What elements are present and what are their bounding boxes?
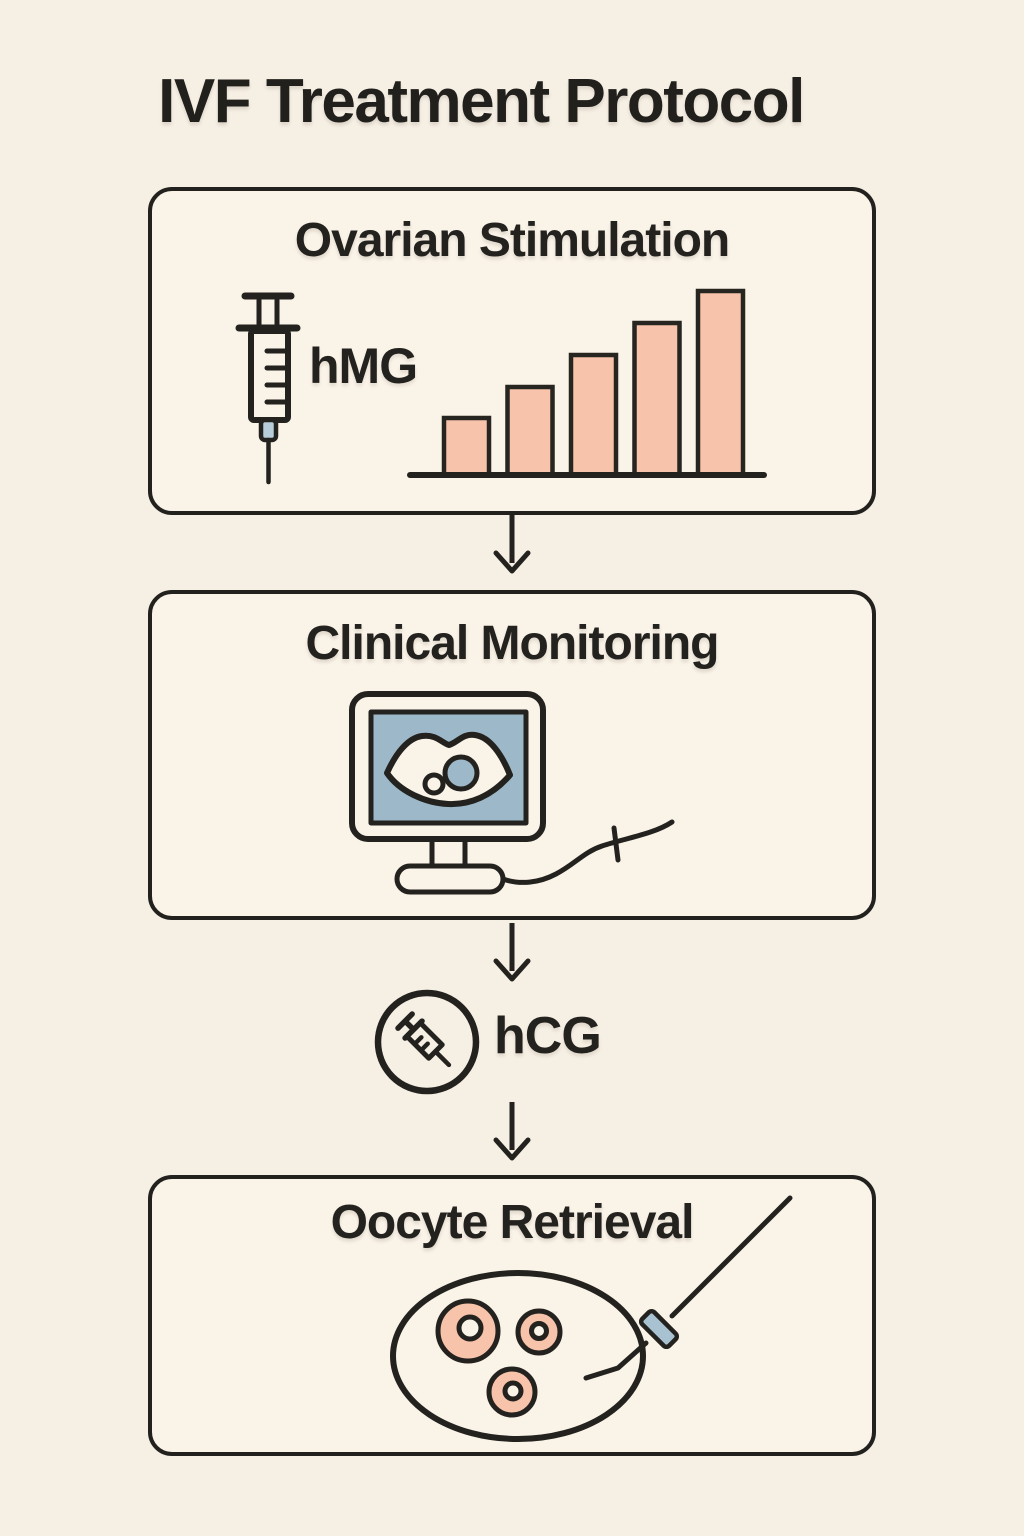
arrow-down-icon	[493, 515, 531, 574]
oocyte-large-nucleus	[456, 1314, 484, 1342]
oocyte-right-nucleus	[529, 1321, 549, 1341]
ultrasound-monitor-icon	[349, 691, 675, 895]
arrow-down-icon	[493, 923, 531, 982]
follicle-small	[422, 772, 446, 796]
page-title: IVF Treatment Protocol	[158, 67, 805, 136]
rising-bar-chart-icon	[407, 288, 767, 478]
step-title-oocyte-retrieval: Oocyte Retrieval	[330, 1196, 695, 1249]
step-box-ovarian-stimulation: Ovarian Stimulation hMG	[148, 187, 876, 515]
oocyte-bottom-nucleus	[502, 1380, 524, 1402]
dose-bar	[505, 384, 555, 478]
hmg-dose-bars	[441, 288, 746, 478]
dose-bar	[441, 415, 492, 478]
drug-label-hmg: hMG	[309, 338, 418, 394]
transducer-probe	[611, 825, 621, 863]
arrow-down-icon	[493, 1102, 531, 1161]
needle-hub	[638, 1308, 680, 1350]
ovarian-stimulation-art	[235, 288, 767, 485]
step-title-clinical-monitoring: Clinical Monitoring	[305, 617, 720, 670]
dose-bar	[568, 352, 619, 478]
syringe-circle-icon	[374, 989, 480, 1095]
aspiration-needle-icon	[583, 1195, 793, 1381]
dose-bar	[632, 320, 682, 478]
dose-bar	[695, 288, 746, 478]
step-box-oocyte-retrieval: Oocyte Retrieval	[148, 1175, 876, 1456]
trigger-syringe-glyph	[395, 1011, 452, 1068]
syringe-icon	[235, 292, 301, 485]
trigger-label-hcg: hCG	[494, 1007, 602, 1065]
oocyte-retrieval-art	[390, 1195, 793, 1442]
step-title-ovarian-stimulation: Ovarian Stimulation	[294, 214, 730, 267]
trigger-hcg: hCG	[373, 987, 673, 1097]
clinical-monitoring-art	[349, 691, 675, 895]
petri-dish-oocytes-icon	[390, 1270, 646, 1442]
step-box-clinical-monitoring: Clinical Monitoring	[148, 590, 876, 920]
follicle-large	[442, 754, 480, 792]
probe-cable	[500, 819, 675, 885]
